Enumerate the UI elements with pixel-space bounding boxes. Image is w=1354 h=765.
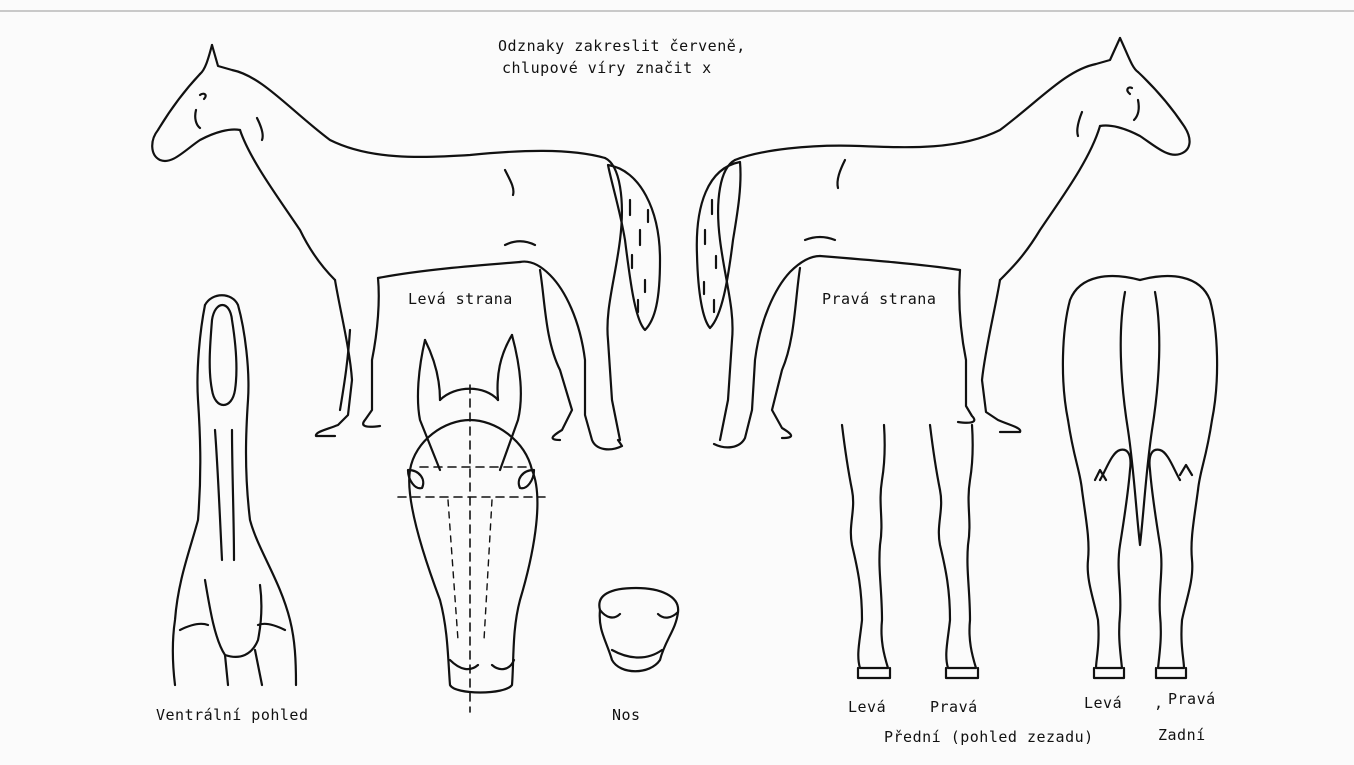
ventral-view-outline <box>173 295 296 685</box>
label-front-caption: Přední (pohled zezadu) <box>884 728 1094 746</box>
label-front-left: Levá <box>848 698 886 716</box>
instruction-line-2: chlupové víry značit x <box>502 58 712 78</box>
label-ventral-view: Ventrální pohled <box>156 706 309 724</box>
horse-left-side <box>152 45 660 449</box>
horse-right-side <box>697 38 1190 447</box>
instruction-line-1: Odznaky zakreslit červeně, <box>498 36 746 56</box>
nose-outline <box>599 588 678 671</box>
hind-legs-rear-view <box>1063 276 1217 678</box>
label-front-right: Pravá <box>930 698 978 716</box>
label-left-side: Levá strana <box>408 290 513 308</box>
label-hind-separator: , <box>1154 694 1164 712</box>
front-legs-rear-view <box>842 425 978 678</box>
label-hind-caption: Zadní <box>1158 726 1206 744</box>
label-right-side: Pravá strana <box>822 290 936 308</box>
label-hind-left: Levá <box>1084 694 1122 712</box>
label-nose: Nos <box>612 706 641 724</box>
label-hind-right: Pravá <box>1168 690 1216 708</box>
head-front-view <box>398 335 545 712</box>
